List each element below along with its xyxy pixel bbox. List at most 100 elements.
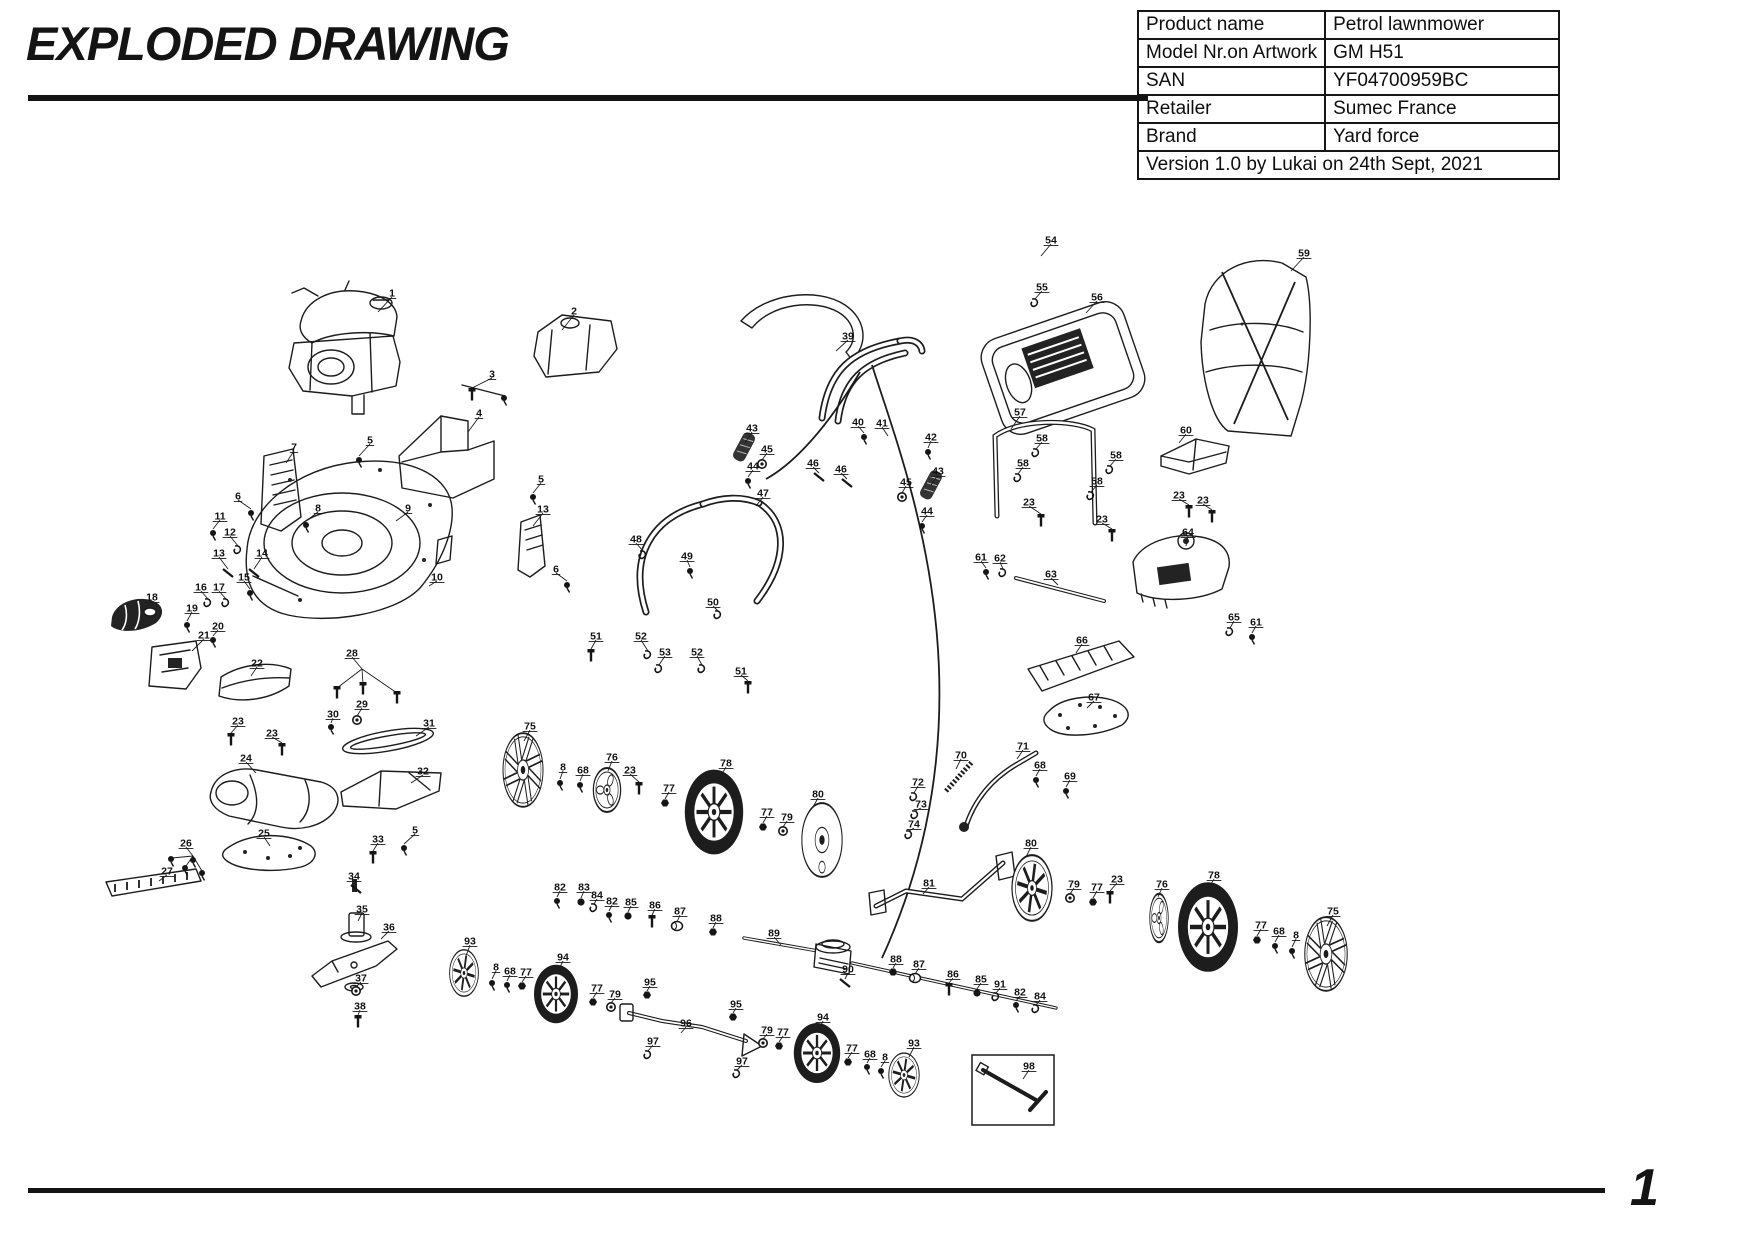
callout-part-59: 59 — [1290, 248, 1312, 272]
svg-text:7: 7 — [291, 442, 297, 454]
svg-text:83: 83 — [578, 882, 590, 894]
callout-part-49: 49 — [679, 551, 695, 580]
callout-part-91: 91 — [991, 979, 1008, 1002]
callout-part-20: 20 — [209, 621, 226, 649]
svg-text:8: 8 — [560, 762, 566, 774]
svg-text:46: 46 — [835, 464, 847, 476]
svg-text:74: 74 — [908, 819, 920, 831]
mulch-wedge-illustration — [111, 598, 163, 631]
drive-belt-illustration — [341, 727, 435, 755]
callout-part-82: 82 — [552, 882, 568, 910]
svg-text:8: 8 — [493, 962, 499, 974]
callout-part-14: 14 — [247, 548, 270, 579]
svg-text:84: 84 — [591, 890, 603, 902]
svg-text:72: 72 — [912, 777, 924, 789]
callout-part-46: 46 — [805, 458, 826, 483]
svg-text:86: 86 — [649, 900, 661, 912]
spring-illustration — [944, 760, 974, 793]
svg-text:63: 63 — [1045, 569, 1057, 581]
callout-part-36: 36 — [380, 922, 397, 940]
callout-part-97: 97 — [643, 1036, 661, 1060]
door-rod-illustration — [1014, 576, 1106, 603]
callout-part-16: 16 — [193, 582, 212, 608]
svg-text:59: 59 — [1298, 248, 1310, 260]
side-chute-illustration — [340, 770, 442, 810]
callout-part-80: 80 — [810, 789, 826, 808]
callout-part-51: 51 — [733, 666, 752, 694]
cable-bracket-illustration — [517, 514, 546, 578]
svg-text:21: 21 — [198, 630, 210, 642]
callout-part-23: 23 — [622, 765, 643, 795]
svg-text:68: 68 — [864, 1049, 876, 1061]
callout-part-79: 79 — [605, 989, 623, 1013]
comb-rail-illustration — [105, 868, 202, 897]
svg-text:48: 48 — [630, 534, 642, 546]
svg-text:45: 45 — [900, 477, 912, 489]
callout-part-70: 70 — [953, 750, 969, 770]
svg-text:52: 52 — [635, 631, 647, 643]
svg-text:77: 77 — [1255, 920, 1267, 932]
svg-text:46: 46 — [807, 458, 819, 470]
svg-text:18: 18 — [146, 592, 158, 604]
svg-text:65: 65 — [1228, 612, 1240, 624]
callout-part-65: 65 — [1225, 612, 1242, 637]
bolt-set-28 — [333, 668, 401, 704]
version-row: Version 1.0 by Lukai on 24th Sept, 2021 — [1136, 150, 1561, 180]
version-note: Version 1.0 by Lukai on 24th Sept, 2021 — [1136, 150, 1561, 180]
svg-text:97: 97 — [647, 1036, 659, 1048]
callout-part-58: 58 — [1031, 433, 1050, 458]
svg-text:51: 51 — [590, 631, 602, 643]
svg-text:26: 26 — [180, 838, 192, 850]
svg-text:30: 30 — [327, 709, 339, 721]
lower-handle-illustration — [636, 494, 784, 616]
svg-text:44: 44 — [921, 506, 933, 518]
callout-part-80: 80 — [1023, 838, 1039, 858]
callout-part-79: 79 — [1065, 879, 1082, 904]
callout-part-8: 8 — [877, 1052, 890, 1080]
svg-text:82: 82 — [554, 882, 566, 894]
svg-text:70: 70 — [955, 750, 967, 762]
callout-part-46: 46 — [833, 464, 854, 489]
svg-text:94: 94 — [817, 1012, 829, 1024]
dark-wheel-illustration — [1178, 882, 1238, 972]
callout-part-1: 1 — [377, 288, 397, 313]
callout-part-23: 23 — [1195, 495, 1216, 523]
engine-illustration — [288, 280, 401, 415]
svg-text:41: 41 — [876, 418, 888, 430]
callout-part-74: 74 — [904, 819, 922, 840]
callout-part-23: 23 — [1021, 497, 1045, 527]
title-rule — [28, 95, 1148, 101]
callout-part-25: 25 — [256, 828, 272, 847]
callout-part-8: 8 — [1288, 930, 1301, 960]
callout-part-8: 8 — [488, 962, 501, 992]
callout-part-61: 61 — [1248, 617, 1264, 646]
svg-text:79: 79 — [761, 1025, 773, 1037]
callout-part-43: 43 — [744, 423, 760, 444]
callout-part-44: 44 — [918, 506, 935, 535]
svg-text:71: 71 — [1017, 741, 1029, 753]
bag-frame-illustration — [992, 419, 1098, 526]
callout-part-87: 87 — [670, 906, 688, 932]
callout-part-32: 32 — [410, 766, 431, 784]
height-lever-illustration — [959, 750, 1039, 832]
callout-part-47: 47 — [755, 488, 771, 507]
drive-cable-illustration — [871, 364, 941, 959]
upper-handle-illustration — [740, 294, 926, 425]
svg-text:77: 77 — [520, 967, 532, 979]
svg-text:80: 80 — [812, 789, 824, 801]
callout-part-11: 11 — [209, 511, 228, 542]
callout-part-6: 6 — [233, 491, 255, 522]
svg-text:43: 43 — [932, 466, 944, 478]
callout-part-86: 86 — [647, 900, 663, 928]
svg-text:43: 43 — [746, 423, 758, 435]
baffle-plate-illustration — [222, 834, 316, 872]
svg-text:66: 66 — [1076, 635, 1088, 647]
hub-wheel-illustration — [1148, 892, 1170, 944]
svg-text:77: 77 — [591, 983, 603, 995]
svg-text:61: 61 — [975, 552, 987, 564]
